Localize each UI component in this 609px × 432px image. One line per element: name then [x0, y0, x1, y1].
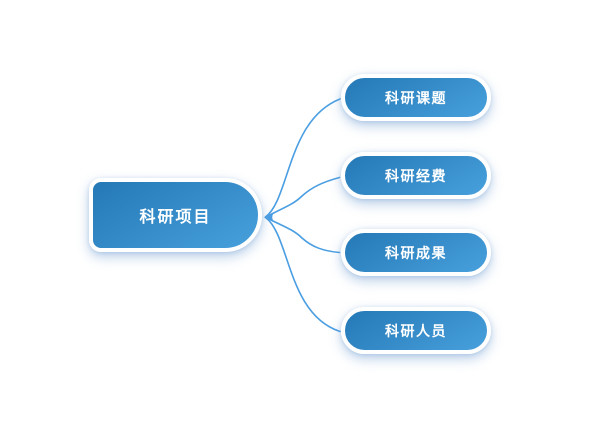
child-node-funding[interactable]: 科研经费 [341, 152, 491, 199]
child-node-personnel[interactable]: 科研人员 [341, 307, 491, 354]
child-node-achievements[interactable]: 科研成果 [341, 229, 491, 276]
connector-root-to-child-2 [264, 216, 341, 254]
connector-root-to-child-0 [264, 98, 341, 218]
child-node-topics[interactable]: 科研课题 [341, 74, 491, 121]
child-node-label: 科研成果 [385, 244, 447, 261]
connector-root-to-child-1 [264, 176, 341, 218]
connector-root-to-child-3 [264, 216, 341, 333]
root-node[interactable]: 科研项目 [89, 178, 262, 252]
root-node-label: 科研项目 [139, 209, 212, 226]
child-node-label: 科研课题 [385, 89, 447, 106]
child-node-label: 科研人员 [385, 322, 447, 339]
child-node-label: 科研经费 [385, 167, 447, 184]
junction-arrow-icon [264, 212, 274, 222]
